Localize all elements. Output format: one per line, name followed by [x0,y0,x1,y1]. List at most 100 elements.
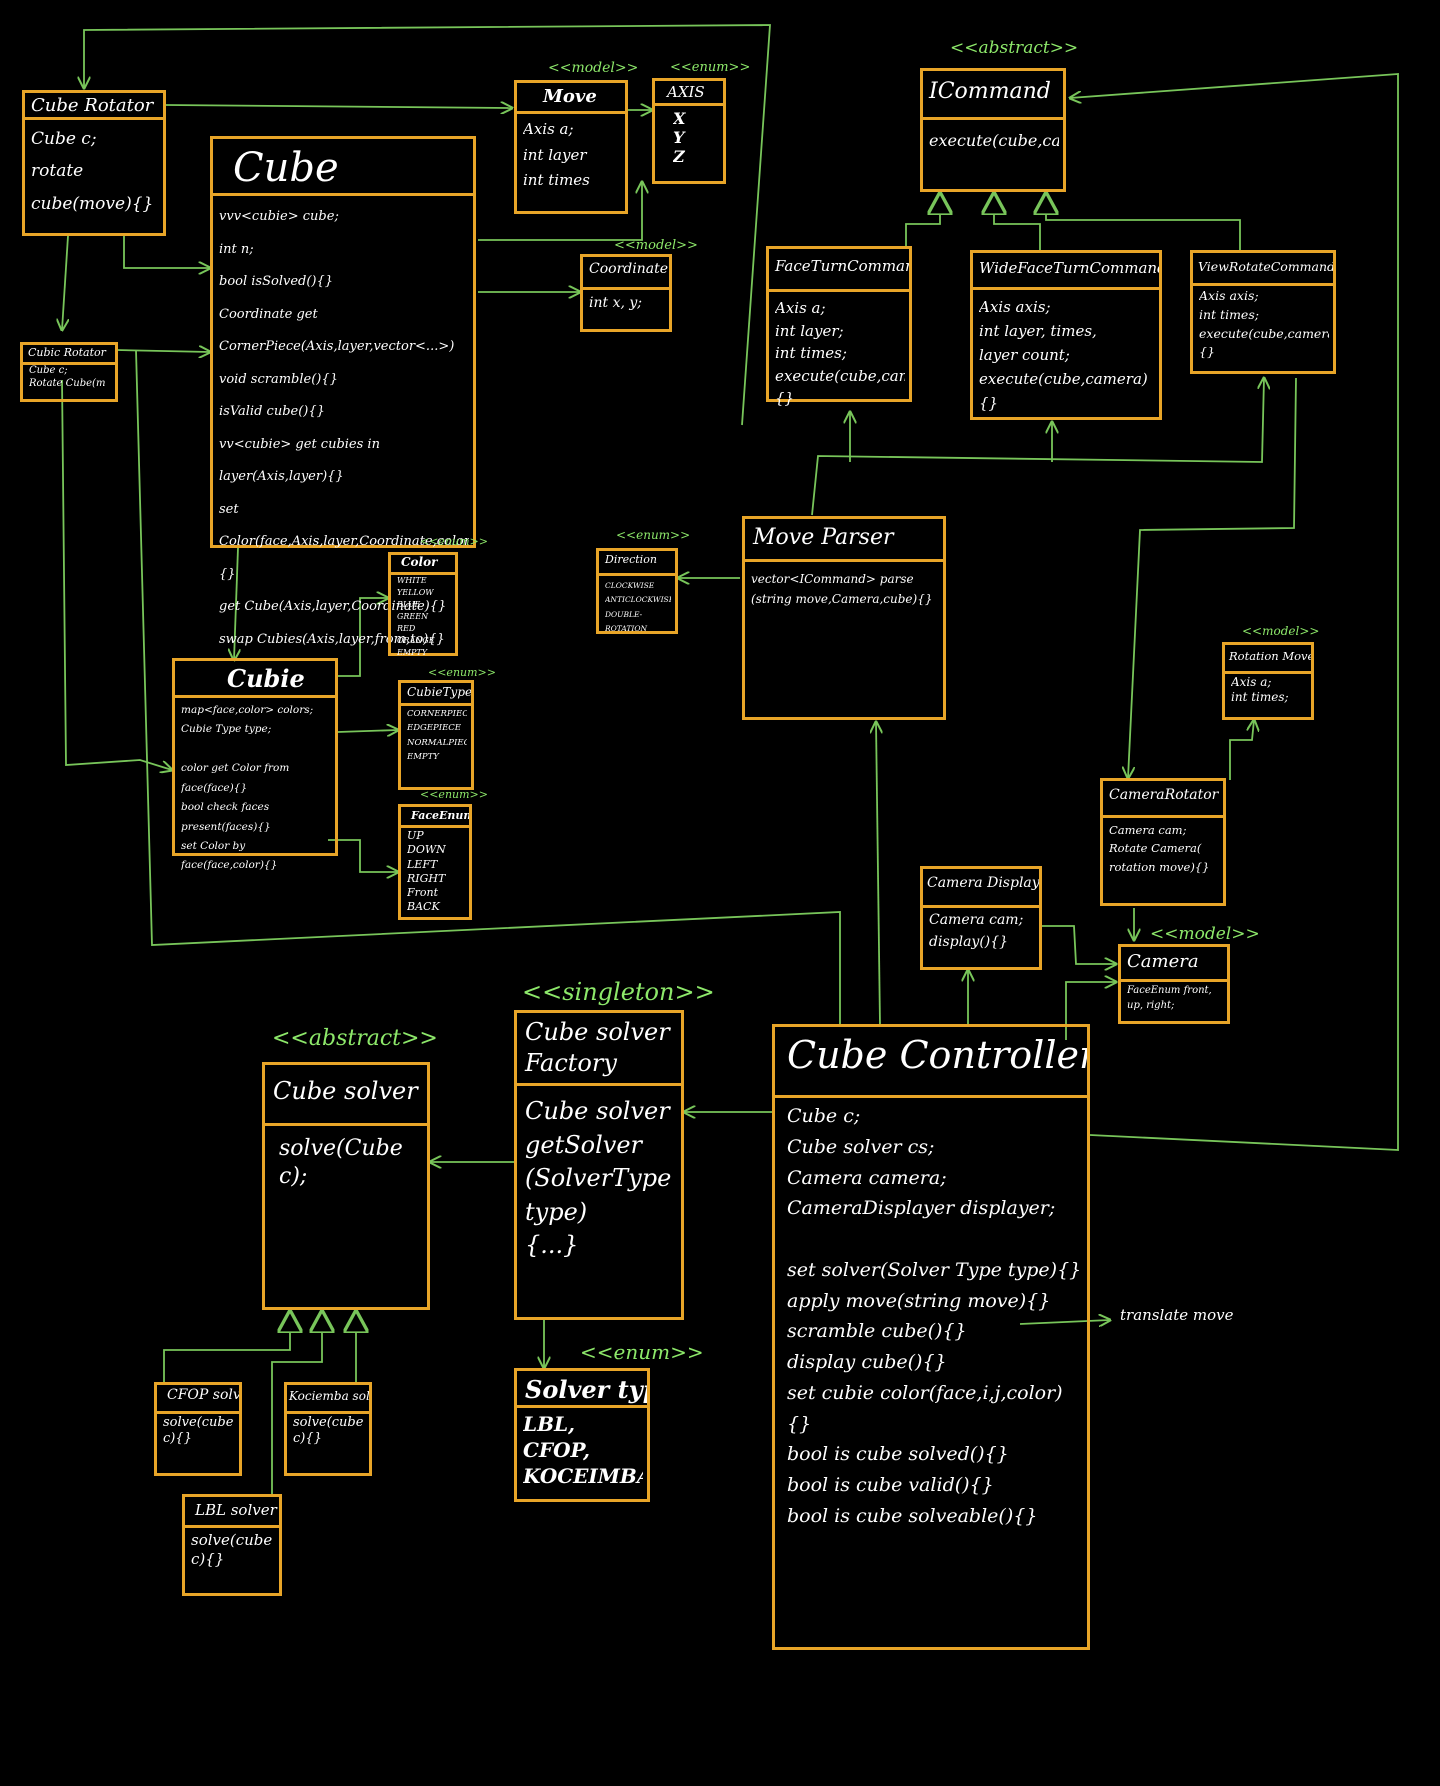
connector-left-controller [135,349,841,1025]
connector-small-cube [115,350,210,352]
class-title: ICommand [929,79,1051,104]
class-title: Move Parser [753,525,894,550]
class-body: int x, y; [589,295,642,311]
class-title: Camera Displayer [927,875,1039,891]
stereotype-face-enum: <<enum>> [420,788,488,801]
class-title: Kociemba solver [289,1389,369,1403]
class-cube-rotator-small: Cubic Rotator Cube c; Rotate Cube(m [20,342,118,402]
class-cube: Cube vvv<cubie> cube; int n; bool isSolv… [210,136,476,647]
stereotype-color: <<enum>> [420,535,488,548]
class-title: CubieType [407,685,471,699]
class-body: vector<ICommand> parse (string move,Came… [751,572,933,607]
class-title: Cube Rotator [31,95,154,116]
class-axis: AXIS X Y Z [652,78,726,184]
class-cfop-solver: CFOP solver solve(cube c){} [154,1382,242,1476]
connector-displayer-camera [1040,925,1116,964]
class-camera-displayer: Camera Displayer Camera cam; display(){} [920,866,1042,970]
connector-camrot-rotation [1229,720,1254,780]
connector-cubie-color [338,598,388,677]
class-title: WideFaceTurnCommand [979,259,1159,277]
class-body: map<face,color> colors; Cubie Type type;… [181,704,314,872]
connector-view-icommand [1046,192,1241,250]
class-body: WHITE YELLOW BLUE GREEN RED ORANGE EMPTY [397,576,435,657]
class-body: Axis a; int layer; int times; execute(cu… [775,299,905,407]
class-face-turn-command: FaceTurnCommand Axis a; int layer; int t… [766,246,912,407]
class-cube-controller: Cube Controller Cube c; Cube solver cs; … [772,1024,1090,1650]
class-view-rotate-command: ViewRotateCommand Axis axis; int times; … [1190,250,1336,374]
stereotype-solver-type: <<enum>> [580,1340,704,1364]
connector-cube-cubie [234,547,238,660]
class-body: solve(cube c){} [191,1531,273,1568]
class-body: Axis a; int times; [1231,675,1289,704]
class-body: Cube c; Rotate Cube(m [29,365,106,389]
class-body: Camera cam; display(){} [929,912,1024,951]
stereotype-move: <<model>> [548,60,639,76]
connector-icommand-right [1070,73,1399,1151]
class-cube-rotator: Cube Rotator Cube c; rotate cube(move){} [22,90,166,236]
class-icommand: ICommand execute(cube,camera); [920,68,1066,192]
stereotype-coordinate: <<model>> [614,238,698,253]
class-lbl-solver: LBL solver solve(cube c){} [182,1494,282,1596]
class-cube-solver-factory: Cube solver Factory Cube solver getSolve… [514,1010,684,1320]
class-title: LBL solver [195,1501,277,1519]
connector-rotator-cube [123,236,210,268]
stereotype-cube-solver: <<abstract>> [272,1026,438,1051]
class-move: Move Axis a; int layer int times [514,80,628,214]
stereotype-icommand: <<abstract>> [950,38,1079,58]
class-title: Cube Controller [787,1033,1087,1077]
class-title: Direction [605,553,657,566]
connector-cubie-face [328,839,398,872]
class-body: Cube solver getSolver (SolverType type) … [525,1097,672,1260]
connector-view-camerarotator [1128,377,1297,778]
class-wide-face-turn-command: WideFaceTurnCommand Axis axis; int layer… [970,250,1162,420]
class-title: Solver type [525,1375,647,1404]
connector-translate [1019,1320,1110,1324]
class-camera-rotator: CameraRotator Camera cam; Rotate Camera(… [1100,778,1226,906]
connector-small-cubie [61,379,172,770]
class-body: vvv<cubie> cube; int n; bool isSolved(){… [219,209,469,647]
class-body: Axis axis; int times; execute(cube,camer… [1199,288,1329,360]
connector-controller-parser [876,722,880,1026]
class-title: Rotation Move [1229,649,1311,663]
connector-lbl-solver [271,1310,322,1494]
class-camera: Camera FaceEnum front, up, right; [1118,944,1230,1024]
class-body: Cube c; rotate cube(move){} [31,129,154,214]
class-body: LBL, CFOP, KOCEIMBA [523,1412,643,1488]
connector-rotator-small [62,235,68,330]
connector-controller-camera [1065,982,1116,1040]
class-title: Coordinate [589,261,668,277]
class-body: CORNERPIECE EDGEPIECE NORMALPIECE EMPTY [407,709,467,763]
class-title: Cube solver Factory [525,1018,670,1078]
class-cubie-type: CubieType CORNERPIECE EDGEPIECE NORMALPI… [398,680,474,790]
connector-cfop-solver [163,1310,290,1382]
class-title: AXIS [667,83,705,101]
class-direction: Direction CLOCKWISE ANTICLOCKWISE DOUBLE… [596,548,678,634]
class-cube-solver: Cube solver solve(Cube c); [262,1062,430,1310]
class-body: FaceEnum front, up, right; [1127,985,1212,1011]
class-body: CLOCKWISE ANTICLOCKWISE DOUBLE-ROTATION [605,581,671,633]
class-body: Axis a; int layer int times [523,120,590,189]
class-body: Camera cam; Rotate Camera( rotation move… [1109,823,1210,874]
class-title: Color [401,555,438,569]
stereotype-camera: <<model>> [1150,924,1260,944]
connector-parser-commands [811,378,1264,516]
connector-cube-move [478,182,642,241]
class-body: solve(Cube c); [279,1136,403,1189]
stereotype-rotation-move: <<model>> [1242,624,1320,638]
connector-lines [61,24,1399,1494]
class-title: ViewRotateCommand [1198,259,1333,274]
connector-wide-icommand [994,192,1041,250]
class-title: CameraRotator [1109,787,1219,803]
class-title: Cubic Rotator [28,346,106,359]
connector-cubie-type [337,730,398,732]
class-color: Color WHITE YELLOW BLUE GREEN RED ORANGE… [388,552,458,657]
class-body: X Y Z [673,109,686,167]
class-face-enum: FaceEnum UP DOWN LEFT RIGHT Front BACK [398,804,472,920]
class-body: UP DOWN LEFT RIGHT Front BACK [407,829,446,914]
stereotype-factory: <<singleton>> [522,978,715,1006]
class-move-parser: Move Parser vector<ICommand> parse (stri… [742,516,946,720]
class-title: Cube [233,145,339,191]
class-title: FaceEnum [411,809,469,822]
note-translate-move: translate move [1120,1306,1234,1324]
class-body: solve(cube c){} [163,1415,234,1447]
